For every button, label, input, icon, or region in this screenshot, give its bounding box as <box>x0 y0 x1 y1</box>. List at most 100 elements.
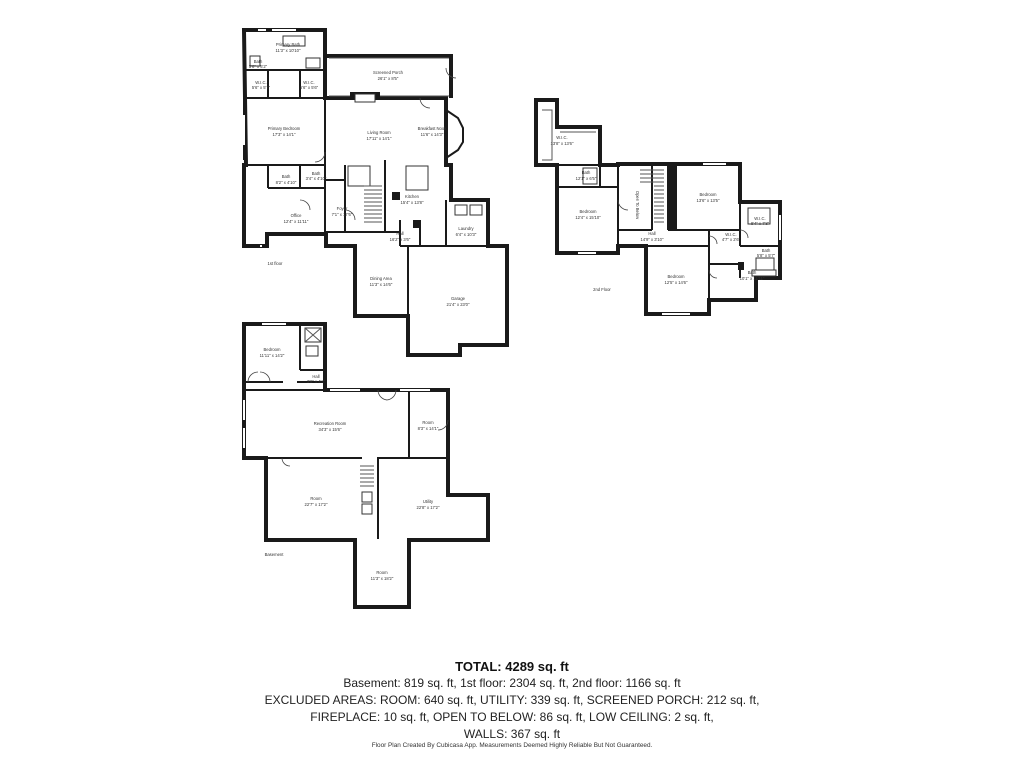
label-primary-bath: Primary Bath <box>276 42 301 47</box>
dim-laundry: 6'4" x 10'3" <box>456 232 477 237</box>
label-screened-porch: Screened Porch <box>373 70 404 75</box>
dim-primary-bedroom: 17'3" x 14'1" <box>273 132 296 137</box>
svg-text:W.I.C.8'4" x 7'8": W.I.C.8'4" x 7'8" <box>751 216 770 226</box>
total-area: TOTAL: 4289 sq. ft <box>455 659 569 674</box>
dim-bedroom-b: 13'6" x 13'5" <box>697 198 720 203</box>
dim-bath-d: 12'1" x 6'5" <box>576 176 597 181</box>
label-hall-c: Hall <box>312 374 319 379</box>
dim-hall-c: 3'8" x 4'2" <box>307 379 326 384</box>
dim-bedroom-a: 12'4" x 15'10" <box>575 215 601 220</box>
label-wic-e: W.I.C. <box>725 232 736 237</box>
dim-room-c: 11'3" x 18'2" <box>371 576 394 581</box>
dim-wic-a: 5'6" x 5'7" <box>252 85 271 90</box>
label-hall-a: Hall <box>396 231 403 236</box>
label-hall-b: Hall <box>648 231 655 236</box>
area-summary: TOTAL: 4289 sq. ft Basement: 819 sq. ft,… <box>0 658 1024 743</box>
label-wic-c: W.I.C. <box>556 135 567 140</box>
dim-bath-a: 5'8" x 5'2" <box>249 64 268 69</box>
dim-bedroom-c: 12'5" x 14'6" <box>665 280 688 285</box>
label-room-b: Room <box>310 496 322 501</box>
label-garage: Garage <box>451 296 466 301</box>
label-foyer: Foyer <box>337 206 348 211</box>
dim-living-room: 17'11" x 14'1" <box>367 136 392 141</box>
dim-foyer: 7'1" x 17'6" <box>332 212 353 217</box>
dim-bath-c: 3'4" x 4'10" <box>306 176 327 181</box>
dim-wic-b: 5'6" x 5'6" <box>300 85 319 90</box>
dim-hall-b: 14'9" x 3'10" <box>641 237 664 242</box>
svg-text:W.I.C.5'6" x 5'7": W.I.C.5'6" x 5'7" <box>252 80 271 90</box>
svg-text:W.I.C.4'7" x 2'6": W.I.C.4'7" x 2'6" <box>722 232 741 242</box>
label-utility: Utility <box>423 499 434 504</box>
label-dining-area: Dining Area <box>370 276 392 281</box>
label-laundry: Laundry <box>458 226 474 231</box>
label-bedroom-c: Bedroom <box>668 274 686 279</box>
dim-room-a: 8'3" x 14'1" <box>418 426 439 431</box>
label-wic-b: W.I.C. <box>303 80 314 85</box>
svg-text:W.I.C.5'6" x 5'6": W.I.C.5'6" x 5'6" <box>300 80 319 90</box>
dim-recreation-room: 34'3" x 15'6" <box>319 427 342 432</box>
label-recreation-room: Recreation Room <box>314 421 347 426</box>
dim-screened-porch: 26'1" x 8'5" <box>378 76 399 81</box>
dim-bath-e: 5'8" x 5'7" <box>757 253 776 258</box>
label-bedroom-b: Bedroom <box>700 192 718 197</box>
floor-label-second: 2nd Floor <box>593 287 611 292</box>
svg-text:W.I.C.13'8" x 13'6": W.I.C.13'8" x 13'6" <box>551 135 574 146</box>
dim-dining-area: 11'3" x 14'6" <box>370 282 393 287</box>
label-office: Office <box>291 213 303 218</box>
label-wic-a: W.I.C. <box>255 80 266 85</box>
label-bath-a: Bath <box>254 59 263 64</box>
label-wic-d: W.I.C. <box>754 216 765 221</box>
dim-garage: 21'4" x 23'0" <box>447 302 470 307</box>
floor-label-first: 1st floor <box>268 261 284 266</box>
dim-room-b: 22'7" x 17'2" <box>305 502 328 507</box>
label-bedroom-a: Bedroom <box>580 209 598 214</box>
label-bath-e: Bath <box>762 248 771 253</box>
excluded-areas-line: EXCLUDED AREAS: ROOM: 640 sq. ft, UTILIT… <box>264 693 760 707</box>
label-breakfast-nook: Breakfast Nook <box>418 126 448 131</box>
dim-utility: 22'8" x 17'2" <box>417 505 440 510</box>
dim-kitchen: 15'4" x 13'8" <box>401 200 424 205</box>
label-bath-d: Bath <box>582 170 591 175</box>
dim-primary-bath: 11'3" x 10'10" <box>276 48 301 53</box>
walls-area: WALLS: 367 sq. ft <box>463 727 561 741</box>
dim-breakfast-nook: 11'6" x 14'3" <box>421 132 444 137</box>
label-open-to-below: Open To Below <box>635 191 640 220</box>
label-bath-c: Bath <box>312 171 321 176</box>
dim-office: 12'4" x 11'11" <box>284 219 309 224</box>
floor-label-basement: Basement <box>265 552 285 557</box>
label-bedroom-d: Bedroom <box>264 347 282 352</box>
label-room-c: Room <box>376 570 388 575</box>
dim-wic-d: 8'4" x 7'8" <box>751 221 770 226</box>
excluded-areas-line-2: FIREPLACE: 10 sq. ft, OPEN TO BELOW: 86 … <box>310 710 714 724</box>
dim-wic-e: 4'7" x 2'6" <box>722 237 741 242</box>
dim-bedroom-d: 11'11" x 14'2" <box>260 353 285 358</box>
